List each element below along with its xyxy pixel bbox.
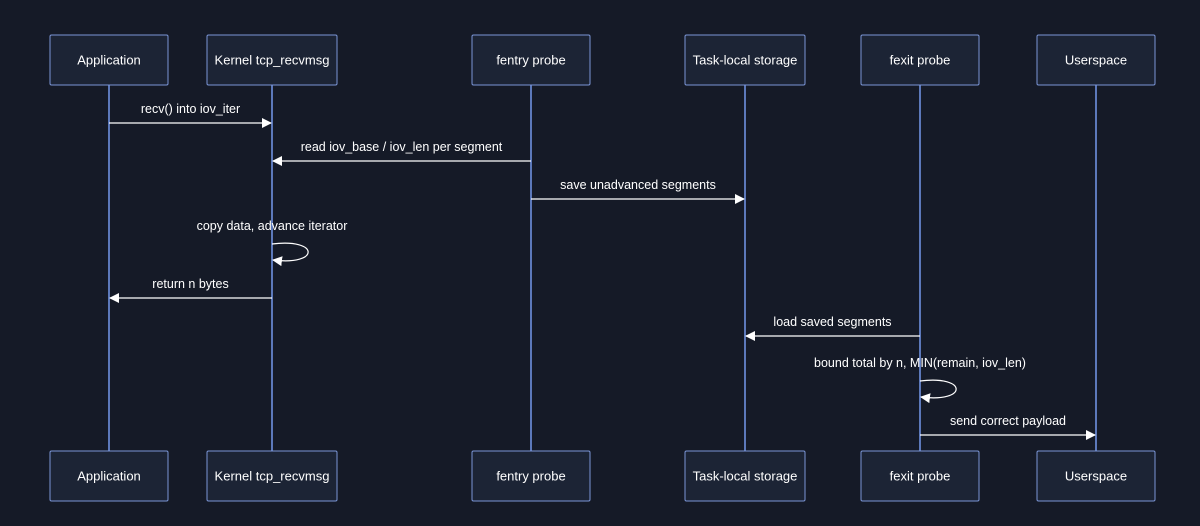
participant-box (206, 450, 338, 502)
participant-box (1036, 34, 1156, 86)
message-arrow (271, 242, 309, 267)
message-2: save unadvanced segments (531, 178, 745, 204)
participant-label: Task-local storage (693, 53, 798, 68)
participant-label: Task-local storage (693, 469, 798, 484)
message-5: load saved segments (745, 315, 920, 341)
message-label: save unadvanced segments (560, 178, 716, 192)
participant-fentry-top: fentry probe (471, 34, 591, 86)
participant-fentry-bottom: fentry probe (471, 450, 591, 502)
participant-box (1036, 450, 1156, 502)
participant-label: fexit probe (890, 469, 951, 484)
participant-label: Application (77, 469, 141, 484)
participant-storage-bottom: Task-local storage (684, 450, 806, 502)
participant-box (49, 34, 169, 86)
message-label: send correct payload (950, 414, 1066, 428)
participant-box (860, 450, 980, 502)
participant-box (684, 450, 806, 502)
message-label: bound total by n, MIN(remain, iov_len) (814, 356, 1026, 370)
message-1: read iov_base / iov_len per segment (272, 140, 531, 166)
message-label: copy data, advance iterator (197, 219, 348, 233)
participant-app-bottom: Application (49, 450, 169, 502)
participant-fexit-top: fexit probe (860, 34, 980, 86)
participant-storage-top: Task-local storage (684, 34, 806, 86)
participant-box (684, 34, 806, 86)
message-arrow (919, 379, 957, 404)
participant-label: Kernel tcp_recvmsg (215, 469, 330, 484)
participant-kernel-bottom: Kernel tcp_recvmsg (206, 450, 338, 502)
participant-label: fexit probe (890, 53, 951, 68)
participant-label: fentry probe (496, 53, 565, 68)
participant-box (471, 450, 591, 502)
message-label: return n bytes (152, 277, 228, 291)
participant-box (49, 450, 169, 502)
participant-label: Userspace (1065, 469, 1127, 484)
participant-user-bottom: Userspace (1036, 450, 1156, 502)
participant-kernel-top: Kernel tcp_recvmsg (206, 34, 338, 86)
message-label: load saved segments (773, 315, 891, 329)
message-6: bound total by n, MIN(remain, iov_len) (814, 356, 1026, 404)
message-4: return n bytes (109, 277, 272, 303)
participant-label: Application (77, 53, 141, 68)
lifelines (108, 85, 1097, 451)
participant-user-top: Userspace (1036, 34, 1156, 86)
participant-box (206, 34, 338, 86)
message-label: read iov_base / iov_len per segment (301, 140, 503, 154)
participant-box (471, 34, 591, 86)
participant-label: Kernel tcp_recvmsg (215, 53, 330, 68)
message-7: send correct payload (920, 414, 1096, 440)
message-label: recv() into iov_iter (141, 102, 240, 116)
participant-label: fentry probe (496, 469, 565, 484)
participant-app-top: Application (49, 34, 169, 86)
participant-label: Userspace (1065, 53, 1127, 68)
message-0: recv() into iov_iter (109, 102, 272, 128)
message-3: copy data, advance iterator (197, 219, 348, 267)
participant-box (860, 34, 980, 86)
participant-fexit-bottom: fexit probe (860, 450, 980, 502)
